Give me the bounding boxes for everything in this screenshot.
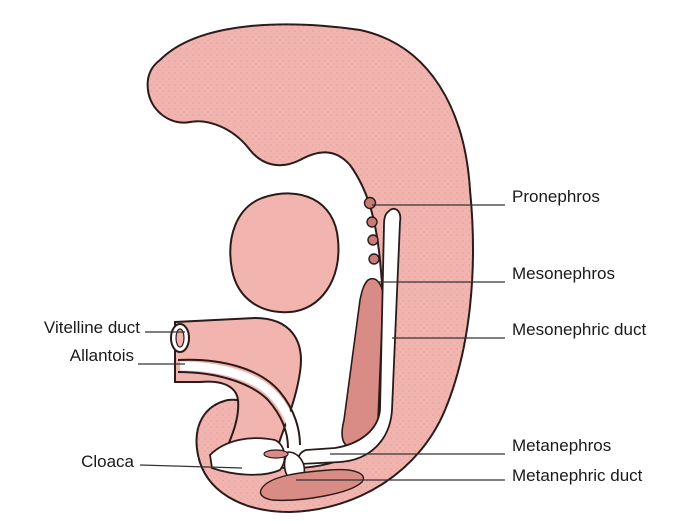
label-pronephros: Pronephros <box>512 187 600 207</box>
label-cloaca: Cloaca <box>0 452 134 472</box>
label-metanephric-duct: Metanephric duct <box>512 466 642 486</box>
label-mesonephros: Mesonephros <box>512 264 615 284</box>
metanephros-cap <box>264 450 288 458</box>
heart-bulge <box>230 193 338 312</box>
label-allantois: Allantois <box>0 346 134 366</box>
label-mesonephric-duct: Mesonephric duct <box>512 320 646 340</box>
label-metanephros: Metanephros <box>512 436 611 456</box>
label-vitelline-duct: Vitelline duct <box>0 318 140 338</box>
